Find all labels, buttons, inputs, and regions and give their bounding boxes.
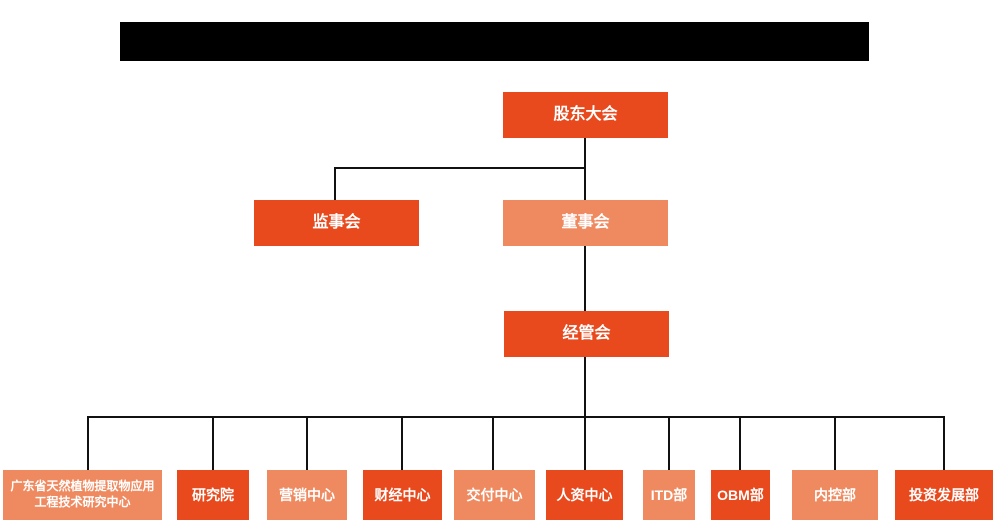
org-node-board-of-directors: 董事会 [503,200,668,246]
connector-line [834,416,836,470]
org-node-itd-department: ITD部 [643,470,695,520]
connector-line [739,416,741,470]
connector-line [87,416,945,418]
connector-line [492,416,494,470]
org-node-internal-control-department: 内控部 [792,470,878,520]
connector-line [584,416,586,470]
connector-line [401,416,403,470]
org-node-hr-center: 人资中心 [546,470,623,520]
org-node-management-committee: 经管会 [504,311,669,357]
connector-line [334,167,586,169]
org-node-supervisory-board: 监事会 [254,200,419,246]
connector-line [306,416,308,470]
org-node-research-center: 广东省天然植物提取物应用工程技术研究中心 [3,470,162,520]
connector-line [668,416,670,470]
org-node-investment-development-department: 投资发展部 [895,470,993,520]
connector-line [584,357,586,417]
connector-line [87,416,89,470]
org-node-research-institute: 研究院 [177,470,249,520]
connector-line [212,416,214,470]
org-node-obm-department: OBM部 [711,470,770,520]
connector-line [334,167,336,200]
org-node-delivery-center: 交付中心 [454,470,535,520]
org-node-shareholders-meeting: 股东大会 [503,92,668,138]
connector-line [584,246,586,312]
redacted-title-bar [120,22,869,61]
connector-line [584,138,586,200]
org-node-marketing-center: 营销中心 [267,470,347,520]
org-node-finance-center: 财经中心 [363,470,442,520]
connector-line [943,416,945,470]
